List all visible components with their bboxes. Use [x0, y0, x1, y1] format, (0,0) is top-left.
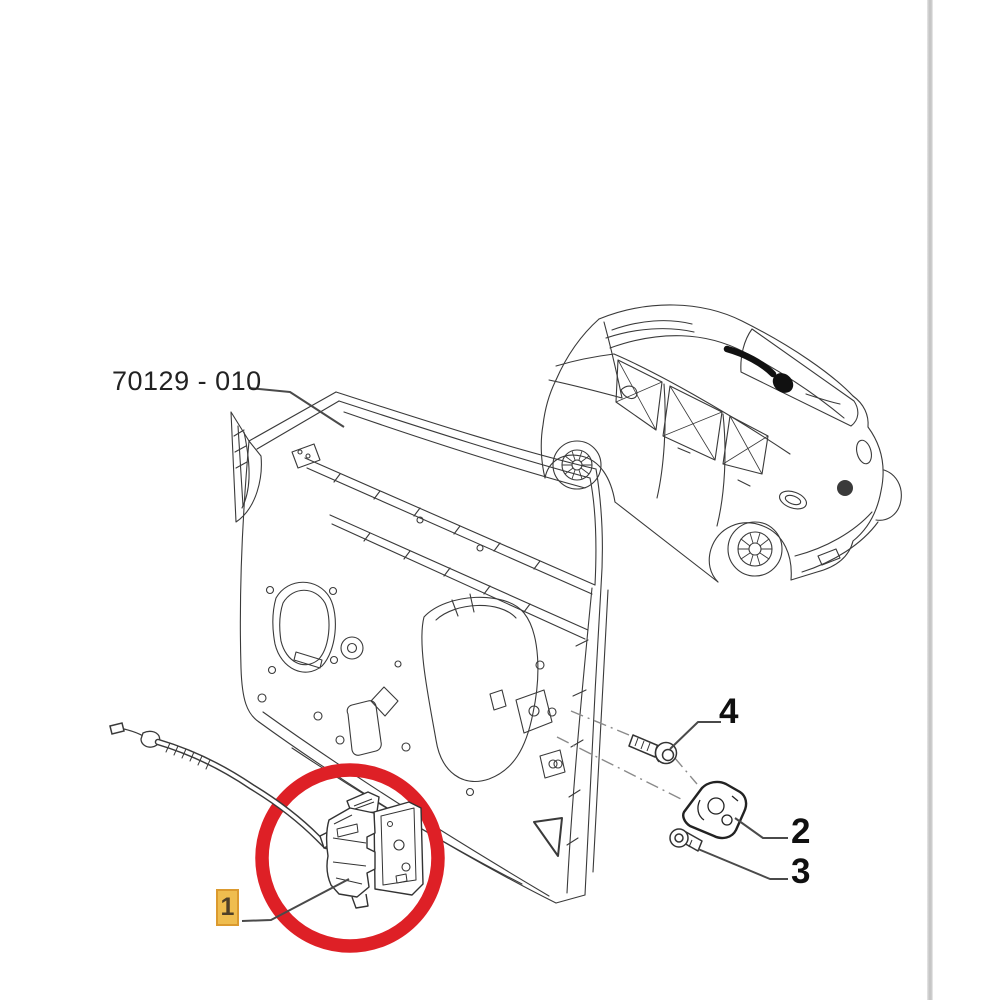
leader-part-number [248, 387, 345, 428]
striker-drawing [682, 780, 748, 840]
callout-3-label[interactable]: 3 [791, 852, 811, 891]
highlight-circle [255, 763, 445, 953]
callout-1-label[interactable]: 1 [216, 889, 239, 926]
fixing-bolt-drawing [628, 734, 678, 765]
lock-cable-drawing [109, 722, 330, 850]
leader-callout-2 [734, 817, 788, 839]
leader-callout-4 [669, 721, 721, 750]
callout-4-label[interactable]: 4 [719, 692, 739, 731]
part-number-label[interactable]: 70129 - 010 [112, 366, 262, 396]
callout-2-label[interactable]: 2 [791, 812, 811, 851]
leader-callout-3 [697, 848, 788, 880]
leader-callout-1 [241, 878, 350, 922]
page-divider [927, 0, 933, 1000]
lock-actuator-drawing [319, 791, 424, 909]
leader-lines [241, 387, 788, 922]
striker-screw-drawing [669, 828, 703, 852]
assembly-axis-lines [556, 710, 698, 800]
car-overview-drawing [540, 304, 902, 583]
location-arrow [723, 345, 794, 393]
